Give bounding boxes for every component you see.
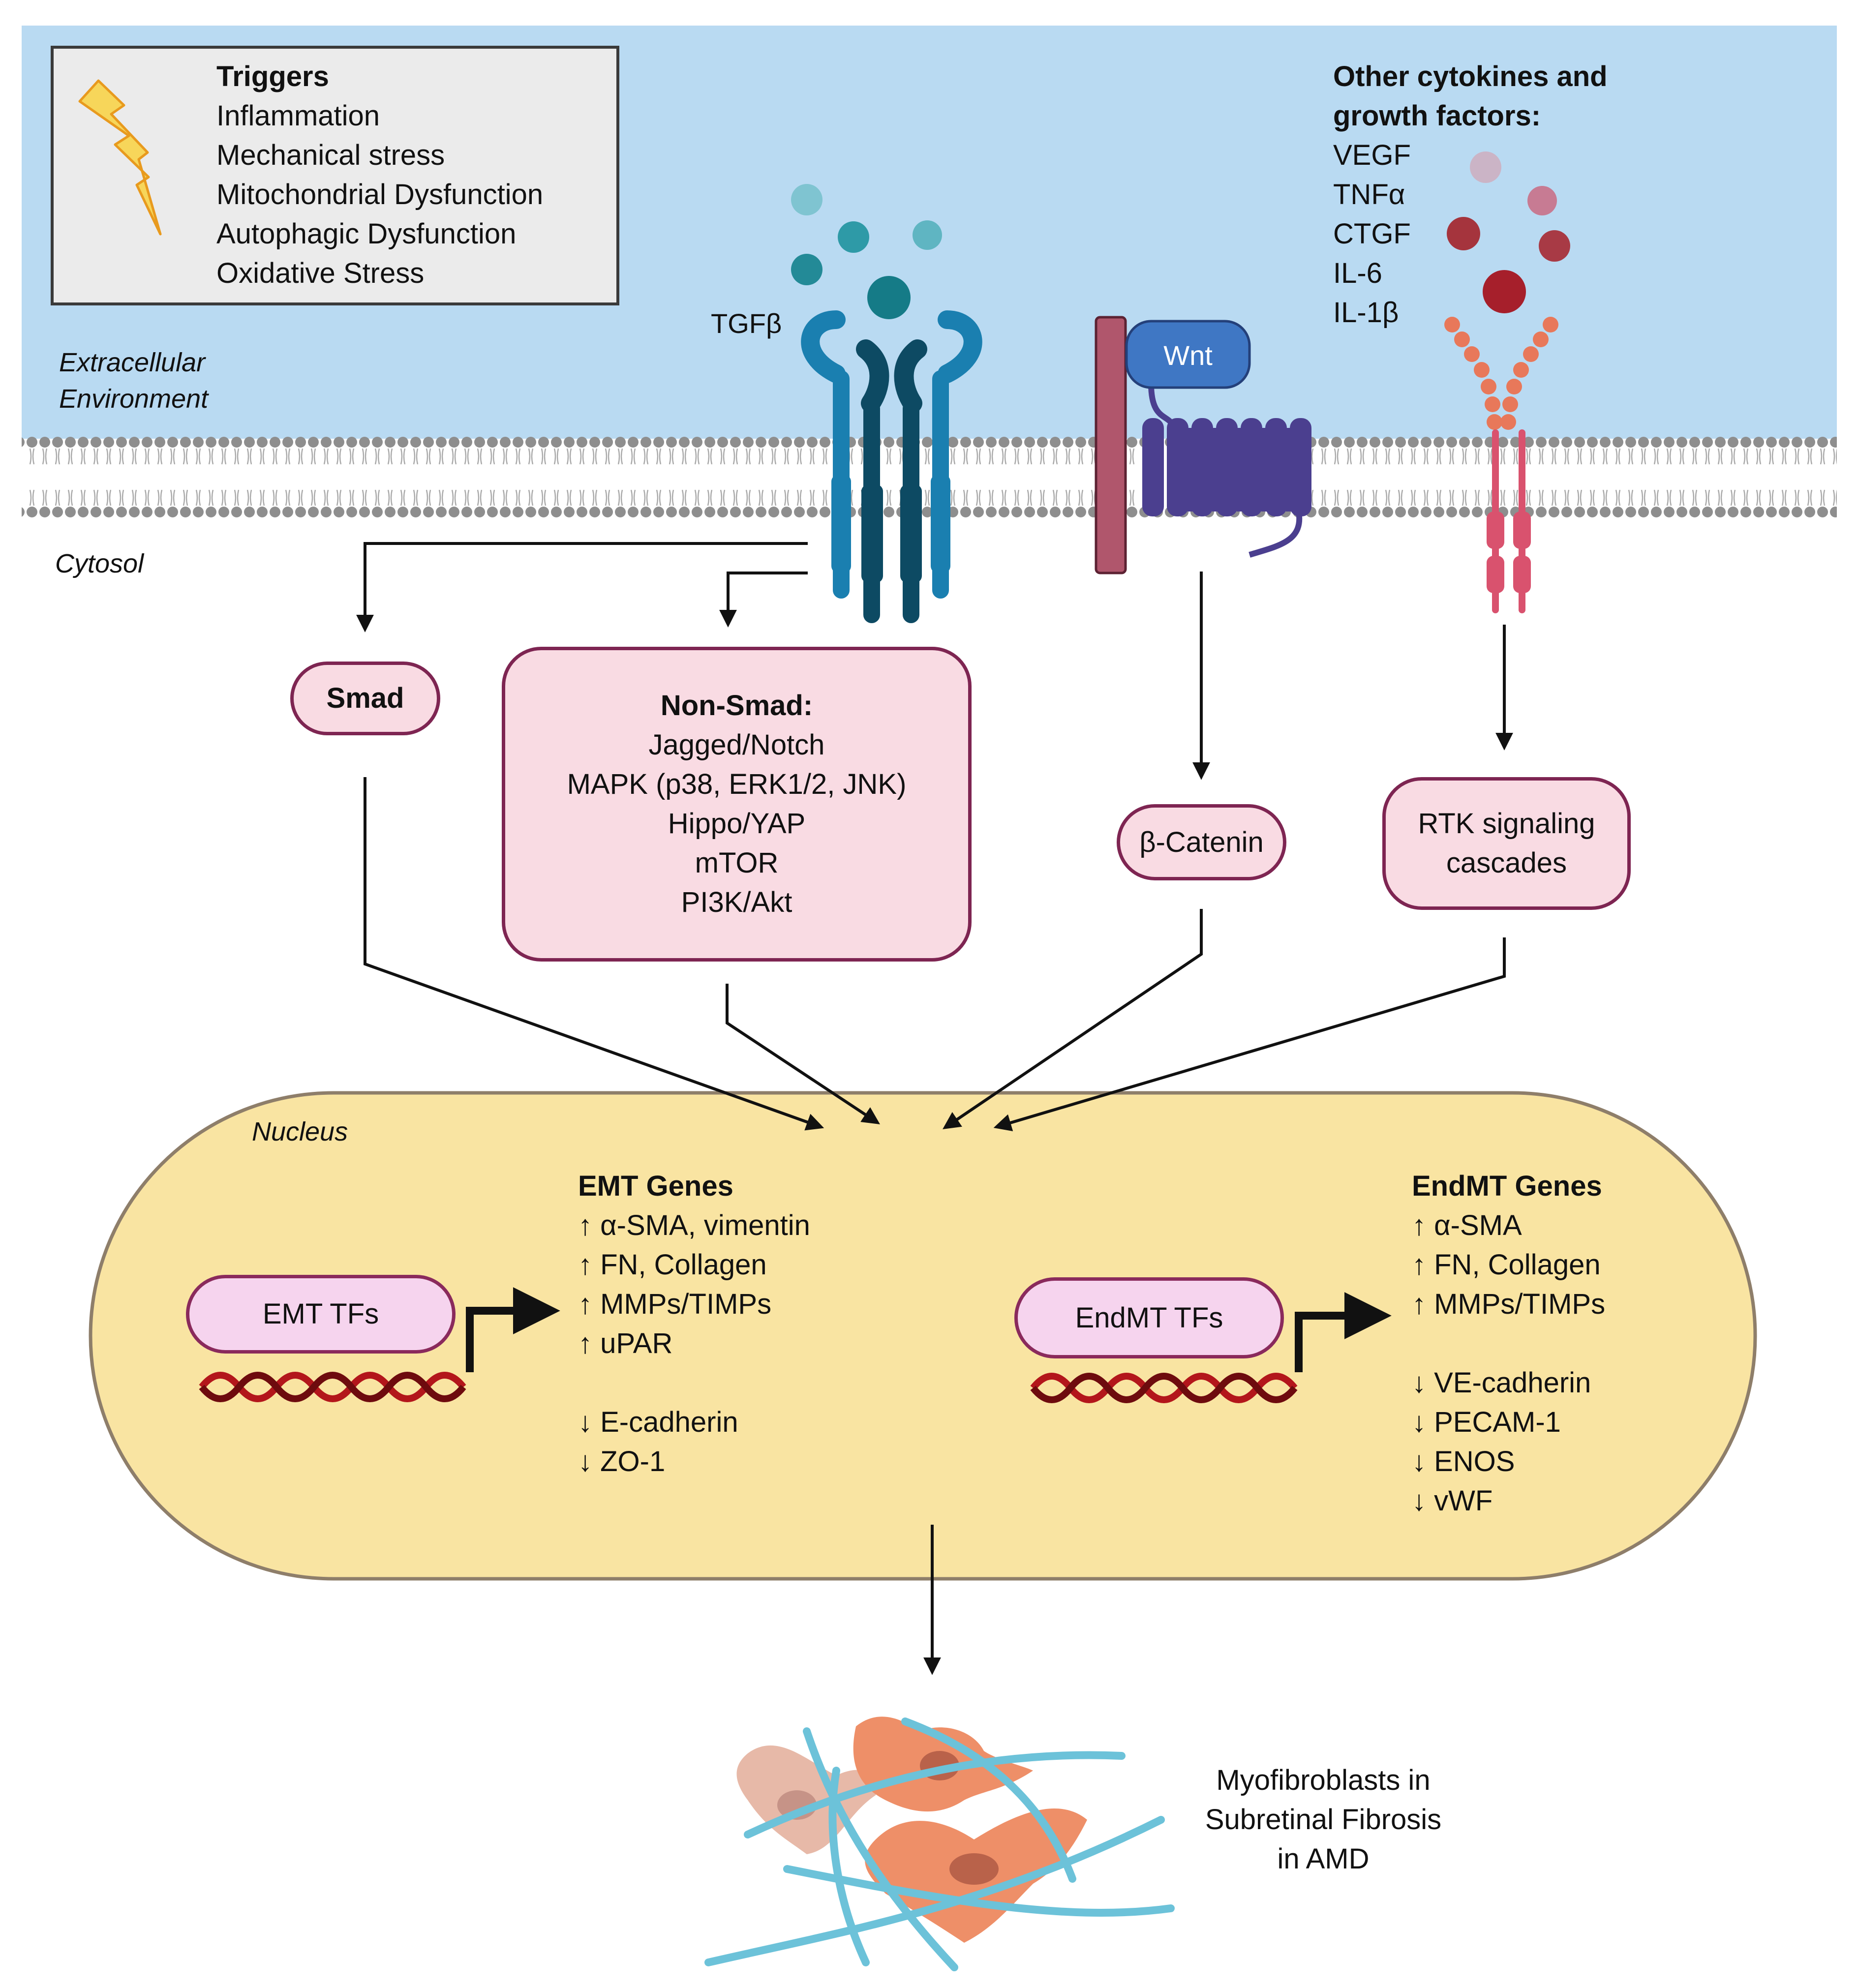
trigger-item: Oxidative Stress — [216, 257, 425, 289]
cytokines-list: Other cytokines and growth factors: VEGF… — [1333, 57, 1608, 332]
cytokines-title-line1: Other cytokines and — [1333, 60, 1608, 92]
cytokine-item: IL-1β — [1333, 297, 1399, 329]
tgfb-label: TGFβ — [711, 308, 782, 339]
cytokine-ligands — [1447, 151, 1570, 313]
emt-gene-up: ↑ α-SMA, vimentin — [578, 1209, 810, 1241]
non-smad-item: Hippo/YAP — [668, 808, 806, 840]
extracellular-label-line2: Environment — [59, 384, 209, 414]
endmt-gene-down: ↓ VE-cadherin — [1412, 1367, 1591, 1399]
cytokine-item: TNFα — [1333, 179, 1405, 211]
emt-dna-helix — [199, 1372, 466, 1402]
trigger-item: Autophagic Dysfunction — [216, 218, 517, 250]
cytokine-item: VEGF — [1333, 139, 1411, 171]
nucleus-label: Nucleus — [252, 1117, 348, 1146]
non-smad-item: mTOR — [695, 847, 779, 879]
emt-gene-down: ↓ E-cadherin — [578, 1406, 738, 1438]
wnt-label: Wnt — [1163, 340, 1213, 371]
rtk-receptor — [1444, 317, 1558, 613]
outcome-line3: in AMD — [1277, 1843, 1370, 1875]
cytosol-label: Cytosol — [55, 549, 144, 578]
nucleus-compartment — [89, 1091, 1757, 1581]
non-smad-item: Jagged/Notch — [648, 729, 825, 761]
outcome-line1: Myofibroblasts in — [1216, 1764, 1431, 1796]
lightning-icon — [78, 79, 162, 236]
rtk-box: RTK signaling cascades — [1382, 777, 1631, 910]
cytokine-item: CTGF — [1333, 218, 1411, 250]
trigger-item: Mechanical stress — [216, 139, 445, 171]
emt-gene-down: ↓ ZO-1 — [578, 1446, 666, 1477]
endmt-genes-title: EndMT Genes — [1412, 1170, 1602, 1202]
endmt-gene-up: ↑ α-SMA — [1412, 1209, 1522, 1241]
emt-gene-up: ↑ FN, Collagen — [578, 1249, 767, 1281]
tgfb-receptor-domains — [831, 475, 950, 583]
cytokines-title-line2: growth factors: — [1333, 100, 1541, 132]
endmt-tfs-label: EndMT TFs — [1075, 1301, 1223, 1334]
myofibroblast-illustration — [704, 1717, 1175, 1971]
spacer — [578, 1363, 810, 1403]
triggers-list: Triggers Inflammation Mechanical stress … — [216, 57, 543, 293]
endmt-gene-up: ↑ FN, Collagen — [1412, 1249, 1601, 1281]
beta-catenin-label: β-Catenin — [1139, 826, 1264, 858]
smad-label: Smad — [326, 682, 404, 714]
emt-tfs-label: EMT TFs — [262, 1298, 379, 1330]
emt-tfs-pill: EMT TFs — [186, 1275, 456, 1354]
non-smad-box: Non-Smad: Jagged/Notch MAPK (p38, ERK1/2… — [502, 647, 972, 962]
endmt-dna-helix — [1030, 1373, 1298, 1403]
smad-pill: Smad — [290, 662, 440, 735]
emt-transcription-arrow — [466, 1287, 560, 1372]
endmt-transcription-arrow — [1295, 1292, 1392, 1372]
cell-membrane — [22, 433, 1837, 521]
emt-gene-up: ↑ uPAR — [578, 1327, 673, 1359]
trigger-item: Inflammation — [216, 100, 380, 132]
beta-catenin-pill: β-Catenin — [1117, 804, 1286, 880]
extracellular-label: Extracellular Environment — [59, 344, 208, 417]
endmt-gene-down: ↓ vWF — [1412, 1485, 1493, 1517]
wnt-ligand — [1125, 320, 1251, 389]
endmt-genes-list: EndMT Genes ↑ α-SMA ↑ FN, Collagen ↑ MMP… — [1412, 1167, 1605, 1521]
extracellular-label-line1: Extracellular — [59, 348, 206, 377]
endmt-gene-down: ↓ PECAM-1 — [1412, 1406, 1561, 1438]
non-smad-item: PI3K/Akt — [681, 886, 792, 918]
non-smad-title: Non-Smad: — [660, 690, 813, 722]
rtk-label-line1: RTK signaling — [1418, 808, 1595, 840]
spacer — [1412, 1324, 1605, 1363]
triggers-title: Triggers — [216, 60, 329, 92]
tgfb-ligands — [791, 184, 942, 319]
non-smad-item: MAPK (p38, ERK1/2, JNK) — [567, 768, 907, 800]
signal-arrows — [356, 542, 1513, 1675]
emt-genes-list: EMT Genes ↑ α-SMA, vimentin ↑ FN, Collag… — [578, 1167, 810, 1481]
rtk-label-line2: cascades — [1446, 847, 1567, 879]
trigger-item: Mitochondrial Dysfunction — [216, 179, 544, 211]
lrp-coreceptor — [1095, 316, 1127, 574]
endmt-tfs-pill: EndMT TFs — [1014, 1277, 1284, 1358]
emt-gene-up: ↑ MMPs/TIMPs — [578, 1288, 772, 1320]
cytokine-item: IL-6 — [1333, 257, 1382, 289]
outcome-line2: Subretinal Fibrosis — [1205, 1804, 1442, 1836]
outcome-label: Myofibroblasts in Subretinal Fibrosis in… — [1161, 1761, 1486, 1879]
frizzled-helices — [1142, 418, 1311, 516]
endmt-gene-up: ↑ MMPs/TIMPs — [1412, 1288, 1606, 1320]
endmt-gene-down: ↓ ENOS — [1412, 1446, 1515, 1477]
emt-genes-title: EMT Genes — [578, 1170, 733, 1202]
